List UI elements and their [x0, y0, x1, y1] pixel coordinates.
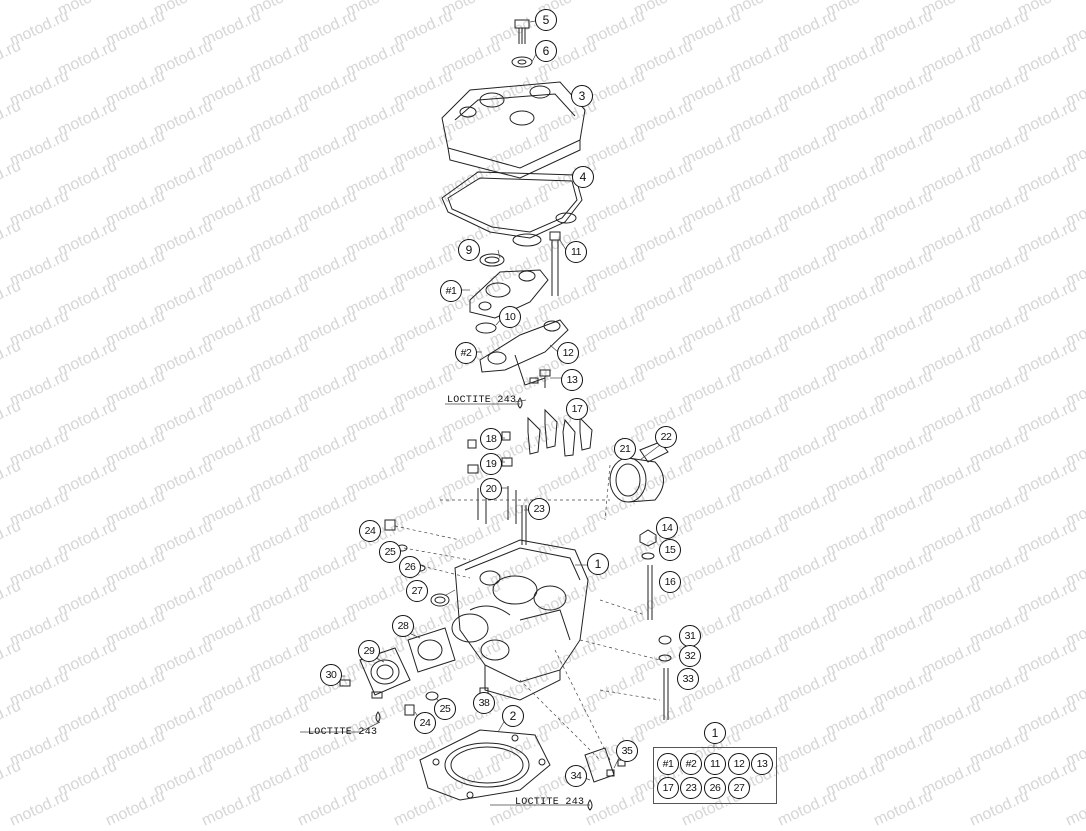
loctite-label: LOCTITE 243 [308, 727, 378, 738]
part-callout: 24 [414, 712, 436, 734]
part-callout: 32 [679, 645, 701, 667]
part-callout: 30 [320, 664, 342, 686]
part-callout: 28 [392, 615, 414, 637]
part-callout: 10 [499, 306, 521, 328]
part-callout: 34 [565, 765, 587, 787]
part-callout: 25 [434, 698, 456, 720]
head-gasket-part [419, 729, 551, 801]
stud-nut-part [639, 529, 657, 620]
camshaft-bridge-2-part [479, 319, 569, 386]
exhaust-flange-part [359, 647, 411, 696]
part-callout: 13 [561, 369, 583, 391]
part-callout: 27 [406, 580, 428, 602]
kit-legend-header: 1 [704, 722, 726, 744]
part-callout: 19 [480, 453, 502, 475]
part-callout: 2 [502, 705, 524, 727]
part-callout: 23 [528, 498, 550, 520]
part-callout: 6 [535, 40, 557, 62]
loctite-label: LOCTITE 243 [515, 797, 585, 808]
part-callout: 21 [614, 438, 636, 460]
part-callout: 24 [359, 520, 381, 542]
kit-legend-item: 12 [728, 753, 750, 775]
spark-plug-sleeve-part [430, 593, 450, 607]
hose-clamp-part [639, 441, 669, 463]
kit-legend-item: 23 [680, 777, 702, 799]
part-callout: 1 [587, 553, 609, 575]
screw-set-part [529, 369, 551, 388]
seal-ring-part [479, 253, 505, 267]
part-callout: 15 [659, 539, 681, 561]
cylinder-head-part [451, 539, 589, 701]
rocker-arm-set-part [527, 408, 593, 457]
part-callout: 38 [473, 692, 495, 714]
part-callout: 25 [379, 541, 401, 563]
camshaft-bridge-1-part [469, 269, 549, 319]
part-callout: 20 [480, 478, 502, 500]
part-callout: 17 [566, 398, 588, 420]
part-callout: 9 [458, 239, 480, 261]
intake-flange-part [609, 457, 664, 503]
part-callout: 35 [616, 740, 638, 762]
part-callout: #1 [440, 280, 462, 302]
part-callout: 33 [677, 668, 699, 690]
kit-legend-item: 17 [657, 777, 679, 799]
kit-legend-item: 11 [704, 753, 726, 775]
long-bolt-part [549, 231, 561, 296]
part-callout: 12 [557, 342, 579, 364]
valve-cover-part [441, 81, 586, 179]
part-callout: 3 [571, 85, 593, 107]
part-callout: 16 [659, 571, 681, 593]
o-ring-part [475, 322, 497, 334]
exhaust-gasket-part [407, 627, 456, 673]
part-callout: 26 [399, 556, 421, 578]
part-callout: 14 [656, 517, 678, 539]
washer-part [511, 56, 533, 68]
part-callout: 31 [679, 625, 701, 647]
part-callout: 11 [565, 241, 587, 263]
kit-legend-box [653, 747, 777, 804]
part-callout: #2 [455, 342, 477, 364]
part-callout: 4 [572, 166, 594, 188]
valve-cover-gasket-part [441, 171, 583, 247]
kit-legend-item: #1 [657, 753, 679, 775]
kit-legend-item: 27 [728, 777, 750, 799]
part-callout: 18 [480, 428, 502, 450]
loctite-label: LOCTITE 243 [447, 395, 517, 406]
part-callout: 22 [655, 426, 677, 448]
kit-legend-item: 26 [704, 777, 726, 799]
cover-bolt-part [514, 19, 530, 44]
valve-spring-set-part [467, 431, 517, 524]
part-callout: 29 [358, 640, 380, 662]
part-callout: 5 [535, 9, 557, 31]
cover-plate-part [584, 747, 626, 783]
leader-lines [300, 19, 661, 806]
kit-legend-item: #2 [680, 753, 702, 775]
kit-legend-item: 13 [751, 753, 773, 775]
